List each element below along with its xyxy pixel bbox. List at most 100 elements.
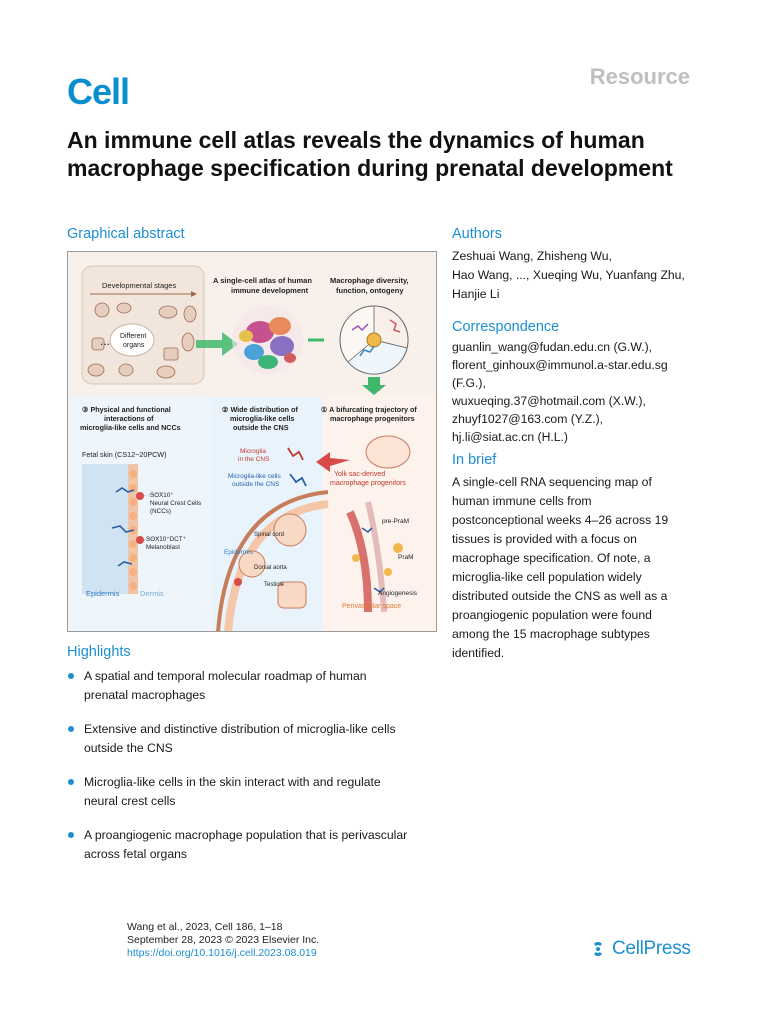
umap-cluster	[232, 306, 304, 374]
different-label: Different	[120, 333, 146, 340]
highlight-item: Microglia-like cells in the skin interac…	[67, 773, 427, 811]
panel1-title-2: macrophage progenitors	[330, 414, 415, 423]
in-brief-heading: In brief	[452, 452, 497, 468]
microglia-like-cell	[289, 473, 307, 487]
organs-label: organs	[123, 342, 145, 349]
journal-logo: Cell	[67, 71, 130, 112]
developmental-stages-label: Developmental stages	[102, 281, 176, 290]
in-brief-line: identified.	[452, 646, 505, 660]
correspondence-email[interactable]: guanlin_wang@fudan.edu.cn (G.W.),	[452, 340, 653, 354]
bullet-icon	[68, 832, 74, 838]
highlight-line: across fetal organs	[84, 847, 187, 861]
graphical-abstract-svg: Developmental stages Different organs ..…	[68, 252, 436, 631]
spinal-cord-label: Spinal cord	[254, 532, 284, 538]
dorsal-aorta-label: Dorsal aorta	[254, 565, 287, 571]
in-brief-line: among the 15 macrophage subtypes	[452, 627, 650, 641]
highlight-line: Extensive and distinctive distribution o…	[84, 722, 396, 736]
paper-title: An immune cell atlas reveals the dynamic…	[67, 127, 673, 181]
yolk-arrow	[316, 452, 350, 472]
diversity-title-1: Macrophage diversity,	[330, 276, 409, 285]
sox10-label-2: Neural Crest Cells	[150, 500, 201, 507]
highlight-line: A proangiogenic macrophage population th…	[84, 828, 408, 842]
citation-line: Wang et al., 2023, Cell 186, 1–18	[127, 921, 283, 933]
sox10dct-label-2: Melanoblast	[146, 544, 180, 551]
correspondence-email[interactable]: zhuyf1027@163.com (Y.Z.),	[452, 412, 604, 426]
diversity-title-2: function, ontogeny	[336, 286, 404, 295]
trajectory-arrow	[362, 377, 386, 395]
author-line: Zeshuai Wang, Zhisheng Wu,	[452, 249, 612, 263]
cellpress-icon	[594, 942, 602, 956]
yolk-sac-icon	[365, 435, 411, 469]
bullet-icon	[68, 779, 74, 785]
panel2-title-3: outside the CNS	[233, 423, 289, 432]
citation-date: September 28, 2023 © 2023 Elsevier Inc.	[127, 934, 320, 946]
in-brief-line: proangiogenic population were found	[452, 608, 652, 622]
epidermis-layer	[82, 464, 128, 594]
dermis-label: Dermis	[140, 589, 164, 598]
panel1-title-1: ① A bifurcating trajectory of	[321, 405, 417, 414]
doi-link[interactable]: https://doi.org/10.1016/j.cell.2023.08.0…	[127, 947, 317, 959]
citation-block: Wang et al., 2023, Cell 186, 1–18 Septem…	[127, 921, 319, 960]
in-brief-line: tissues is provided with a focus on	[452, 532, 637, 546]
article-type-label: Resource	[589, 64, 690, 89]
testicle-label: Testicle	[264, 582, 285, 588]
panel2-title-2: microglia-like cells	[230, 414, 294, 423]
angiogenesis-label: Angiogenesis	[378, 590, 418, 597]
author-line: Hao Wang, ..., Xueqing Wu, Yuanfang Zhu,	[452, 268, 685, 282]
highlights-list: A spatial and temporal molecular roadmap…	[67, 667, 427, 879]
author-list: Zeshuai Wang, Zhisheng Wu, Hao Wang, ...…	[452, 247, 722, 304]
graphical-abstract-figure: Developmental stages Different organs ..…	[67, 251, 437, 632]
microglia-like-cells-skin	[111, 487, 135, 567]
fetal-skin-label: Fetal skin (CS12~20PCW)	[82, 450, 166, 459]
panel3-title-1: ③ Physical and functional	[82, 405, 171, 414]
correspondence-email[interactable]: florent_ginhoux@immunol.a-star.edu.sg	[452, 358, 668, 372]
highlights-heading: Highlights	[67, 644, 131, 660]
in-brief-line: human immune cells from	[452, 494, 592, 508]
panel3-title-2: interactions of	[104, 414, 154, 423]
authors-heading: Authors	[452, 226, 502, 242]
pram-label: PraM	[398, 554, 414, 561]
atlas-title-2: immune development	[231, 286, 309, 295]
in-brief-line: postconceptional weeks 4–26 across 19	[452, 513, 669, 527]
sox10dct-label-1: SOX10⁺DCT⁺	[146, 536, 186, 543]
highlight-line: A spatial and temporal molecular roadmap…	[84, 669, 367, 683]
microglia-cns-cell	[287, 447, 304, 461]
epidermis-mid-label: Epidermis	[224, 549, 254, 556]
sox10-label-1: SOX10⁺	[150, 492, 174, 499]
panel3-title-3: microglia-like cells and NCCs	[80, 423, 181, 432]
author-line: Hanjie Li	[452, 287, 500, 301]
highlight-item: Extensive and distinctive distribution o…	[67, 720, 427, 758]
microglia-like-label-2: outside the CNS	[232, 481, 280, 488]
atlas-arrow	[196, 332, 238, 356]
melanoblast-marker	[136, 536, 144, 544]
in-brief-line: distributed outside the CNS as well as a	[452, 589, 668, 603]
microglia-cns-label-2: in the CNS	[238, 456, 270, 463]
in-brief-line: A single-cell RNA sequencing map of	[452, 475, 652, 489]
bullet-icon	[68, 673, 74, 679]
correspondence-list: guanlin_wang@fudan.edu.cn (G.W.), floren…	[452, 338, 732, 446]
highlight-line: Microglia-like cells in the skin interac…	[84, 775, 381, 789]
different-organs-bubble	[109, 323, 155, 357]
yolk-label-1: Yolk sac-derived	[334, 471, 385, 478]
pre-pram-label: pre-PraM	[382, 518, 409, 525]
atlas-title-1: A single-cell atlas of human	[213, 276, 312, 285]
highlight-item: A spatial and temporal molecular roadmap…	[67, 667, 427, 705]
correspondence-email[interactable]: wuxueqing.37@hotmail.com (X.W.),	[452, 394, 646, 408]
cellpress-wordmark: CellPress	[612, 938, 691, 959]
graphical-abstract-heading: Graphical abstract	[67, 226, 185, 242]
correspondence-heading: Correspondence	[452, 319, 560, 335]
highlight-line: neural crest cells	[84, 794, 176, 808]
ellipsis-label: ...	[100, 334, 110, 348]
highlight-item: A proangiogenic macrophage population th…	[67, 826, 427, 864]
in-brief-line: microglia-like cell population widely	[452, 570, 642, 584]
organ-icons	[87, 302, 197, 379]
yolk-label-2: macrophage progenitors	[330, 480, 406, 487]
panel2-title-1: ② Wide distribution of	[222, 405, 298, 414]
microglia-like-label-1: Microglia-like cells	[228, 473, 281, 480]
epidermis-left-label: Epidermis	[86, 589, 120, 598]
embryo-cross-section	[216, 490, 329, 631]
correspondence-email[interactable]: hj.li@siat.ac.cn (H.L.)	[452, 430, 568, 444]
cellpress-logo: CellPress	[588, 938, 691, 960]
bullet-icon	[68, 726, 74, 732]
in-brief-text: A single-cell RNA sequencing map of huma…	[452, 473, 714, 663]
